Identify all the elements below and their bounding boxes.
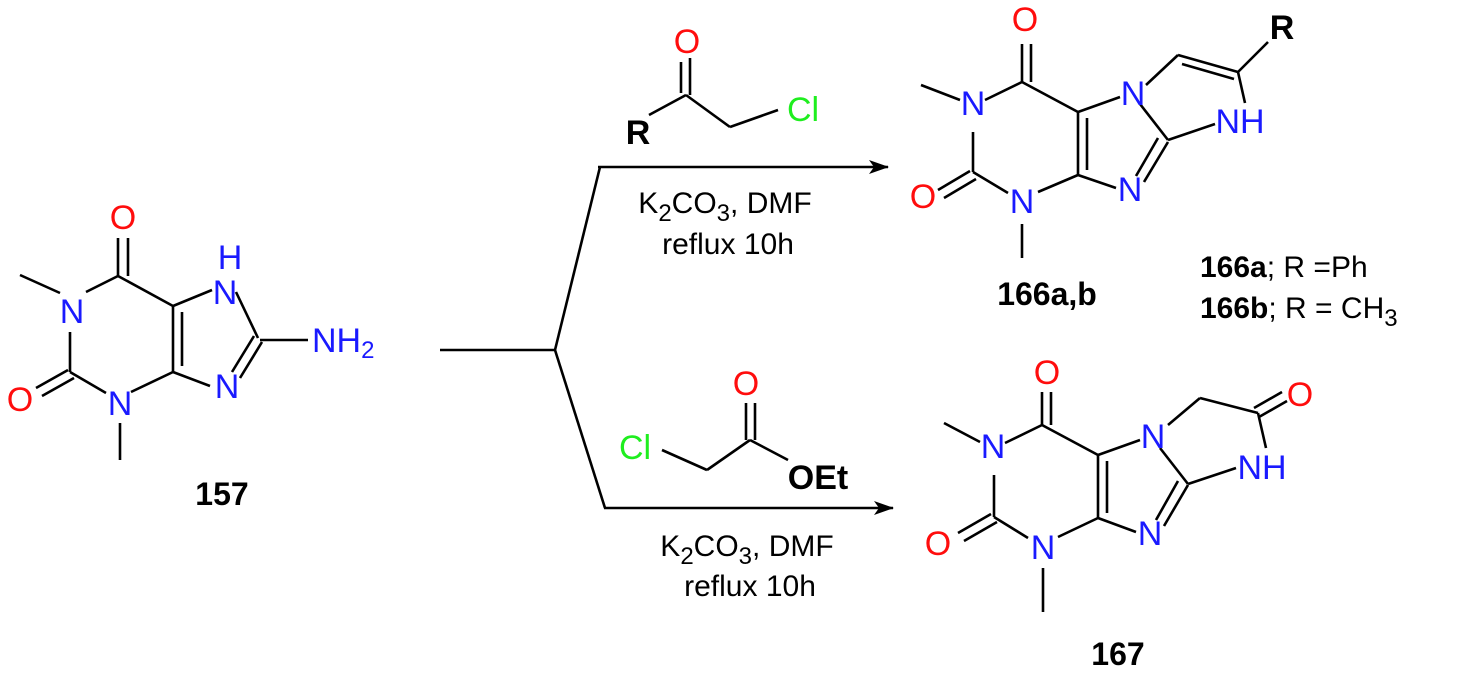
compound-167-structure: N O N O O N N NH (925, 354, 1313, 612)
atom-n: N (1031, 529, 1056, 567)
atom-n: N (1010, 183, 1035, 221)
atom-n: N (60, 293, 85, 331)
reagent-chloroketone-structure: O R Cl (626, 23, 819, 152)
atom-r: R (1270, 9, 1295, 47)
branch-lines (440, 166, 607, 509)
atom-nh: NH (1237, 449, 1286, 487)
atom-n: N (1118, 171, 1143, 209)
atom-o: O (910, 178, 936, 216)
atom-o: O (925, 525, 951, 563)
atom-o: O (110, 199, 136, 237)
reaction-conditions-bottom-line2: reflux 10h (684, 570, 816, 603)
atom-n: N (215, 368, 240, 406)
compound-label-167: 167 (1091, 636, 1144, 672)
compound-166-structure: N O N O N N NH R (910, 1, 1295, 258)
atom-cl: Cl (787, 91, 819, 129)
atom-h: H (218, 239, 243, 277)
atom-oet: OEt (788, 459, 848, 497)
reagent-ethyl-chloroacetate-structure: O Cl OEt (619, 365, 848, 497)
atom-nh: NH (1215, 103, 1264, 141)
atom-o: O (1034, 354, 1060, 392)
reaction-conditions-top: K2CO3, DMF (638, 187, 811, 227)
atom-n: N (213, 274, 238, 312)
substituent-legend: 166a; R =Ph 166b; R = CH3 (1200, 251, 1398, 332)
compound-label-157: 157 (195, 476, 248, 512)
legend-item-166b: 166b; R = CH3 (1200, 292, 1398, 332)
atom-n: N (981, 428, 1006, 466)
atom-n: N (961, 85, 986, 123)
atom-n: N (1138, 515, 1163, 553)
atom-n: N (1121, 75, 1146, 113)
compound-label-166: 166a,b (997, 276, 1097, 312)
atom-r: R (626, 114, 651, 152)
reaction-conditions-top-line2: reflux 10h (662, 228, 794, 261)
atom-n: N (1141, 418, 1166, 456)
reaction-conditions-bottom: K2CO3, DMF (660, 530, 833, 570)
atom-o: O (733, 365, 759, 403)
compound-157-structure: N O H N O N N NH2 (7, 199, 374, 460)
atom-o: O (674, 23, 700, 61)
atom-n: N (108, 385, 133, 423)
atom-cl: Cl (619, 429, 651, 467)
atom-o: O (1012, 1, 1038, 39)
legend-item-166a: 166a; R =Ph (1200, 251, 1368, 284)
atom-o: O (1287, 376, 1313, 414)
atom-amino-group: NH2 (312, 322, 374, 364)
atom-o: O (7, 381, 33, 419)
